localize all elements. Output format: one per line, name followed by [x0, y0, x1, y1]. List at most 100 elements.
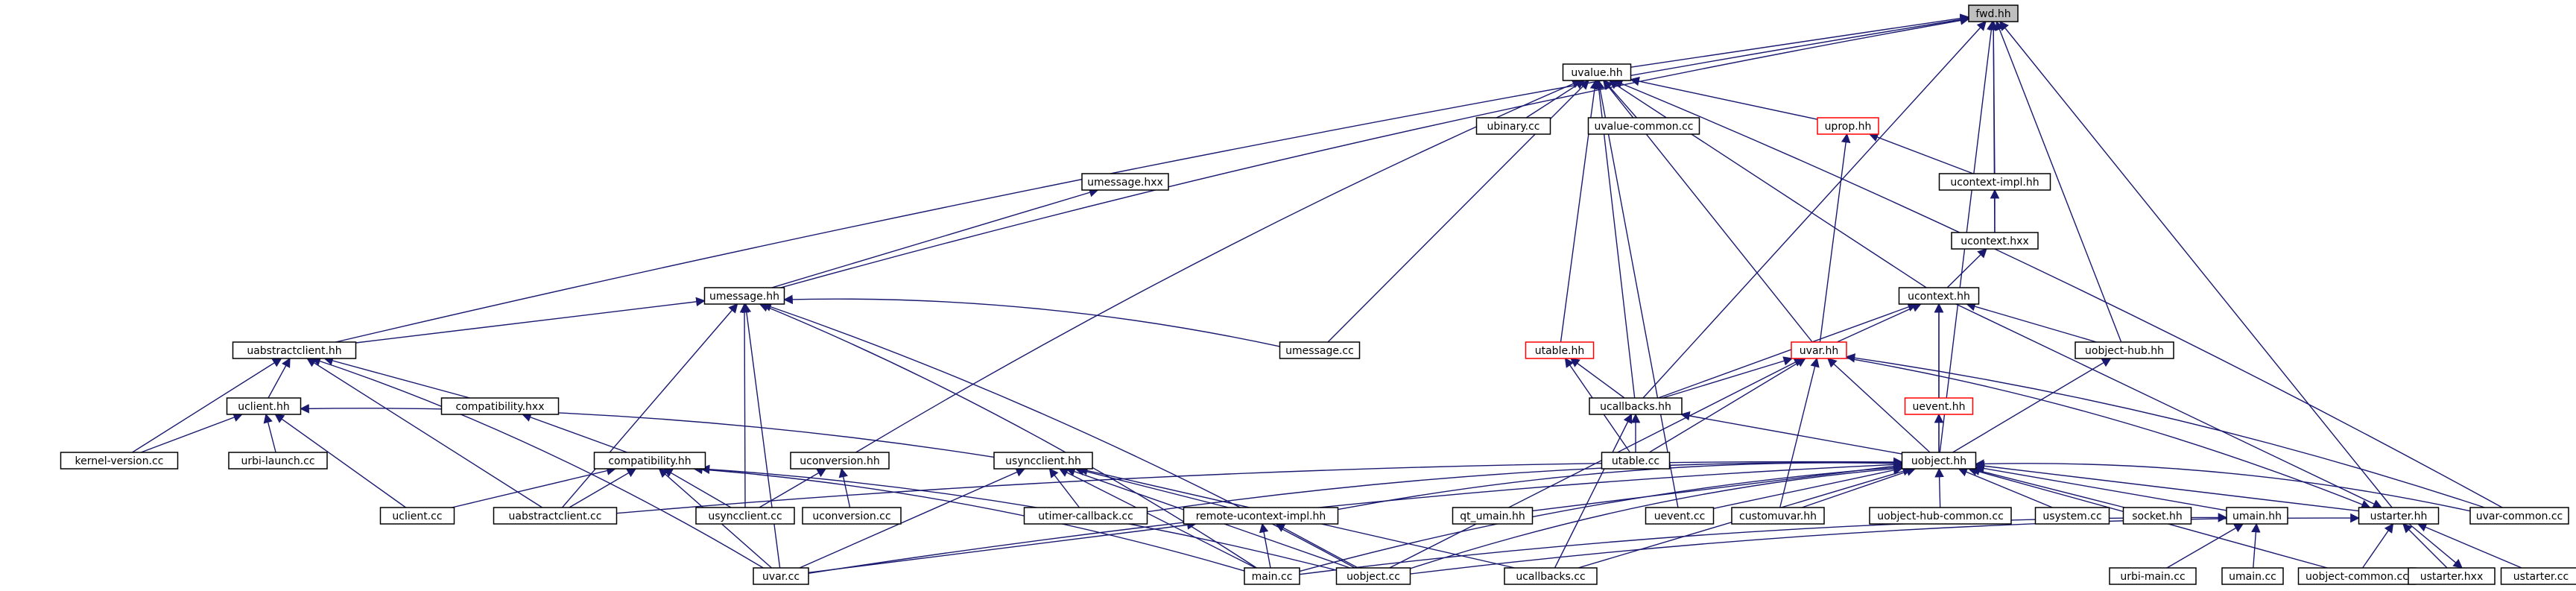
node-urbi-main-cc[interactable]: urbi-main.cc — [2109, 567, 2197, 585]
node-compatibility-hh[interactable]: compatibility.hh — [593, 452, 706, 470]
node-box[interactable] — [1869, 507, 2012, 525]
node-umain-cc[interactable]: umain.cc — [2221, 567, 2284, 585]
node-box[interactable] — [226, 397, 302, 415]
node-utable-hh[interactable]: utable.hh — [1525, 341, 1595, 359]
node-box[interactable] — [2122, 507, 2192, 525]
edge-ucontext-hh-to-ustarter-hh — [1955, 303, 2383, 508]
node-box[interactable] — [1183, 507, 1339, 525]
node-box[interactable] — [1279, 341, 1361, 359]
node-box[interactable] — [1244, 567, 1300, 585]
node-uvar-hh[interactable]: uvar.hh — [1791, 341, 1847, 359]
node-box[interactable] — [1968, 4, 2019, 22]
node-uobject-cc[interactable]: uobject.cc — [1335, 567, 1411, 585]
node-box[interactable] — [1951, 232, 2039, 250]
node-ucontext-impl-hh[interactable]: ucontext-impl.hh — [1938, 173, 2051, 191]
node-box[interactable] — [1452, 507, 1534, 525]
node-box[interactable] — [1791, 341, 1847, 359]
node-umessage-hh[interactable]: umessage.hh — [703, 287, 785, 305]
node-box[interactable] — [790, 452, 890, 470]
node-ucallbacks-cc[interactable]: ucallbacks.cc — [1504, 567, 1598, 585]
node-box[interactable] — [1898, 287, 1980, 305]
node-box[interactable] — [1601, 452, 1671, 470]
node-ustarter-hxx[interactable]: ustarter.hxx — [2408, 567, 2496, 585]
node-box[interactable] — [1904, 397, 1974, 415]
node-box[interactable] — [695, 507, 795, 525]
node-utable-cc[interactable]: utable.cc — [1601, 452, 1671, 470]
node-usyncclient-cc[interactable]: usyncclient.cc — [695, 507, 795, 525]
node-umessage-cc[interactable]: umessage.cc — [1279, 341, 1361, 359]
node-box[interactable] — [2408, 567, 2496, 585]
node-usyncclient-hh[interactable]: usyncclient.hh — [993, 452, 1093, 470]
node-box[interactable] — [753, 567, 809, 585]
node-ustarter-hh[interactable]: ustarter.hh — [2358, 507, 2440, 525]
node-box[interactable] — [379, 507, 455, 525]
node-box[interactable] — [2221, 567, 2284, 585]
node-box[interactable] — [2109, 567, 2197, 585]
node-qt-umain-hh[interactable]: qt_umain.hh — [1452, 507, 1534, 525]
node-urbi-launch-cc[interactable]: urbi-launch.cc — [228, 452, 328, 470]
node-kernel-version-cc[interactable]: kernel-version.cc — [60, 452, 179, 470]
node-uvar-common-cc[interactable]: uvar-common.cc — [2469, 507, 2569, 525]
node-box[interactable] — [1525, 341, 1595, 359]
node-box[interactable] — [703, 287, 785, 305]
node-box[interactable] — [1023, 507, 1148, 525]
node-umain-hh[interactable]: umain.hh — [2226, 507, 2288, 525]
node-uevent-cc[interactable]: uevent.cc — [1645, 507, 1715, 525]
node-socket-hh[interactable]: socket.hh — [2122, 507, 2192, 525]
node-main-cc[interactable]: main.cc — [1244, 567, 1300, 585]
node-umessage-hxx[interactable]: umessage.hxx — [1081, 173, 1169, 191]
node-uvar-cc[interactable]: uvar.cc — [753, 567, 809, 585]
node-box[interactable] — [1589, 397, 1683, 415]
node-utimer-callback-cc[interactable]: utimer-callback.cc — [1023, 507, 1148, 525]
node-ustarter-cc[interactable]: ustarter.cc — [2500, 567, 2576, 585]
node-ucallbacks-hh[interactable]: ucallbacks.hh — [1589, 397, 1683, 415]
node-uvalue-hh[interactable]: uvalue.hh — [1562, 63, 1632, 81]
node-uabstractclient-cc[interactable]: uabstractclient.cc — [493, 507, 618, 525]
node-uevent-hh[interactable]: uevent.hh — [1904, 397, 1974, 415]
node-uobject-hh[interactable]: uobject.hh — [1901, 452, 1977, 470]
node-ucontext-hh[interactable]: ucontext.hh — [1898, 287, 1980, 305]
node-box[interactable] — [1587, 117, 1700, 135]
node-box[interactable] — [1335, 567, 1411, 585]
node-box[interactable] — [1817, 117, 1879, 135]
node-box[interactable] — [802, 507, 902, 525]
node-box[interactable] — [2034, 507, 2110, 525]
node-box[interactable] — [1938, 173, 2051, 191]
node-box[interactable] — [2075, 341, 2174, 359]
node-uobject-hub-common-cc[interactable]: uobject-hub-common.cc — [1869, 507, 2012, 525]
node-compatibility-hxx[interactable]: compatibility.hxx — [440, 397, 560, 415]
node-uabstractclient-hh[interactable]: uabstractclient.hh — [232, 341, 357, 359]
node-uclient-cc[interactable]: uclient.cc — [379, 507, 455, 525]
node-uconversion-hh[interactable]: uconversion.hh — [790, 452, 890, 470]
node-box[interactable] — [60, 452, 179, 470]
node-box[interactable] — [232, 341, 357, 359]
node-box[interactable] — [1475, 117, 1551, 135]
node-uvalue-common-cc[interactable]: uvalue-common.cc — [1587, 117, 1700, 135]
node-ucontext-hxx[interactable]: ucontext.hxx — [1951, 232, 2039, 250]
node-box[interactable] — [2226, 507, 2288, 525]
node-box[interactable] — [993, 452, 1093, 470]
node-box[interactable] — [228, 452, 328, 470]
node-box[interactable] — [1504, 567, 1598, 585]
node-uobject-hub-hh[interactable]: uobject-hub.hh — [2075, 341, 2174, 359]
node-uconversion-cc[interactable]: uconversion.cc — [802, 507, 902, 525]
node-box[interactable] — [2500, 567, 2576, 585]
node-uclient-hh[interactable]: uclient.hh — [226, 397, 302, 415]
node-box[interactable] — [1081, 173, 1169, 191]
node-box[interactable] — [2358, 507, 2440, 525]
node-box[interactable] — [440, 397, 560, 415]
node-box[interactable] — [1731, 507, 1825, 525]
node-box[interactable] — [593, 452, 706, 470]
node-customuvar-hh[interactable]: customuvar.hh — [1731, 507, 1825, 525]
node-uprop-hh[interactable]: uprop.hh — [1817, 117, 1879, 135]
node-box[interactable] — [1562, 63, 1632, 81]
node-box[interactable] — [1901, 452, 1977, 470]
node-box[interactable] — [1645, 507, 1715, 525]
node-uobject-common-cc[interactable]: uobject-common.cc — [2297, 567, 2417, 585]
node-usystem-cc[interactable]: usystem.cc — [2034, 507, 2110, 525]
node-box[interactable] — [493, 507, 618, 525]
node-remote-ucontext-impl-hh[interactable]: remote-ucontext-impl.hh — [1183, 507, 1339, 525]
node-box[interactable] — [2469, 507, 2569, 525]
node-ubinary-cc[interactable]: ubinary.cc — [1475, 117, 1551, 135]
node-fwd-hh[interactable]: fwd.hh — [1968, 4, 2019, 22]
